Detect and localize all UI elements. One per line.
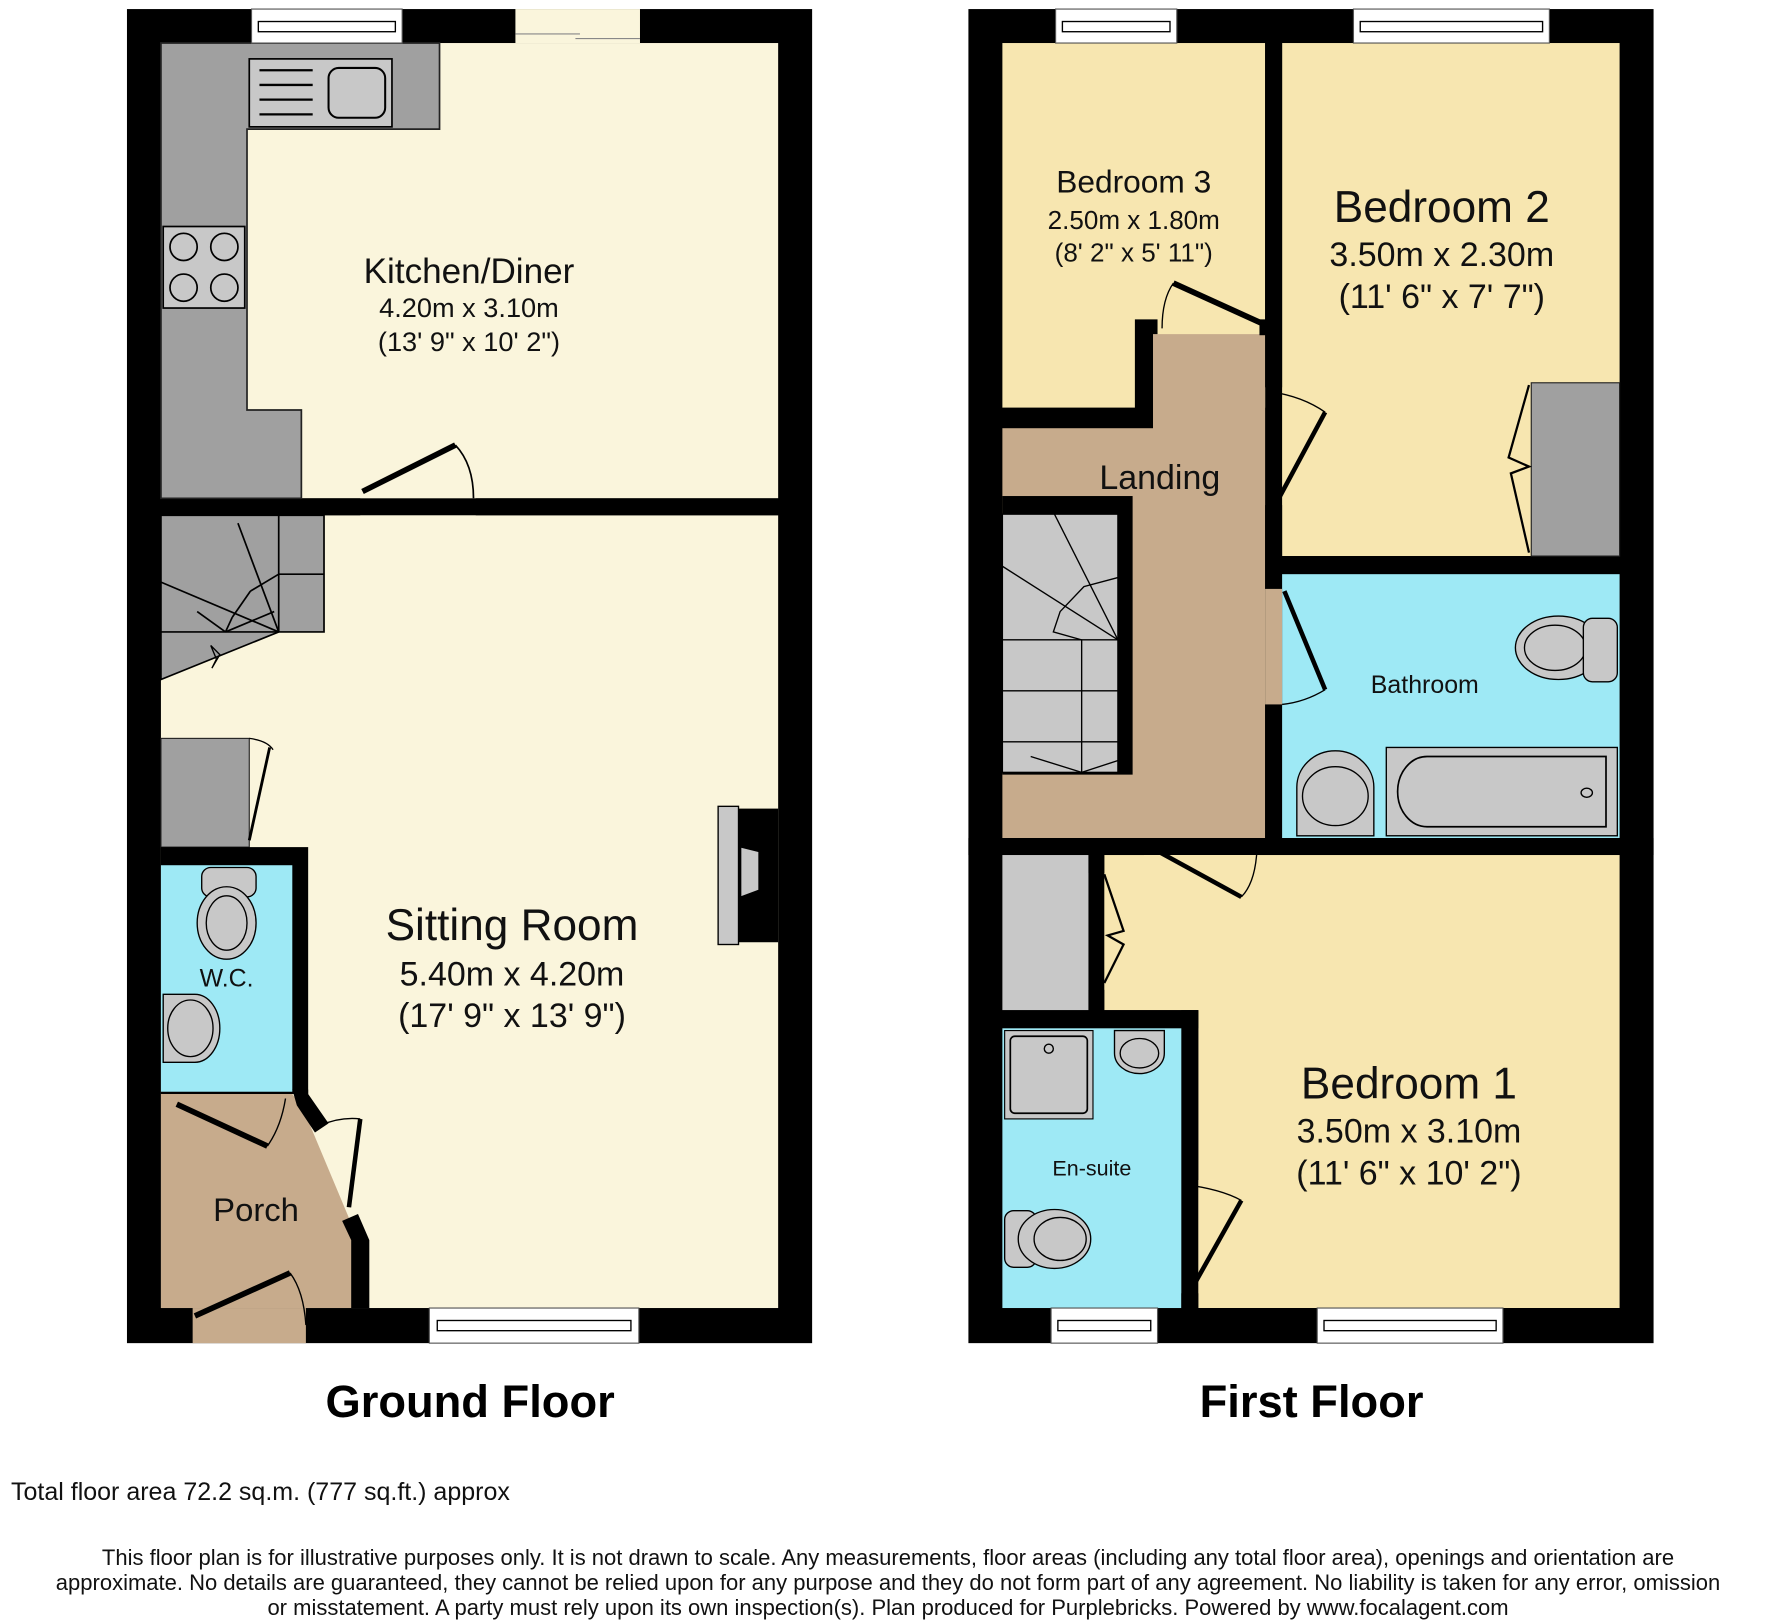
sitting-room-window-icon <box>428 1307 640 1344</box>
room-name-bedroom3: Bedroom 3 <box>1056 164 1211 200</box>
ensuite-door-icon <box>1184 1183 1244 1295</box>
room-name-kitchen: Kitchen/Diner <box>364 252 575 291</box>
room-name-wc: W.C. <box>200 964 254 992</box>
wardrobe <box>1002 855 1089 1011</box>
front-door-icon <box>193 1270 307 1326</box>
bedroom-divider-wall <box>1265 43 1283 336</box>
wardrobe-jamb <box>1088 989 1105 1011</box>
disclaimer-line: This floor plan is for illustrative purp… <box>101 1545 1675 1570</box>
cupboard <box>160 737 250 848</box>
room-name-bathroom: Bathroom <box>1371 671 1479 699</box>
ensuite-wall <box>1002 1010 1199 1029</box>
kitchen-door-icon <box>361 442 475 499</box>
floor-title-ground: Ground Floor <box>325 1376 614 1427</box>
kitchen-worktop <box>160 42 441 500</box>
room-metric-bedroom2: 3.50m x 2.30m <box>1329 236 1554 274</box>
porch-floor <box>160 1093 354 1309</box>
kitchen-divider-wall <box>160 498 361 516</box>
ground-floor-plan: Kitchen/Diner 4.20m x 3.10m (13' 9" x 10… <box>126 8 813 1427</box>
fireplace-icon <box>717 805 779 946</box>
room-name-porch: Porch <box>213 1191 299 1228</box>
first-floor-plan: Bedroom 3 2.50m x 1.80m (8' 2" x 5' 11")… <box>968 8 1654 1427</box>
toilet-icon <box>1003 1208 1092 1270</box>
bedroom3-window-icon <box>1055 8 1178 44</box>
basin-icon <box>1113 1029 1166 1075</box>
bed1-top-wall-right <box>1259 838 1654 856</box>
total-floor-area: Total floor area 72.2 sq.m. (777 sq.ft.)… <box>11 1478 510 1506</box>
bedroom1-floor <box>1104 855 1620 1309</box>
shower-icon <box>1004 1030 1094 1120</box>
landing-bed2-wall <box>1265 335 1283 388</box>
room-metric-bedroom1: 3.50m x 3.10m <box>1297 1113 1522 1151</box>
stairs-icon <box>160 514 325 681</box>
bedroom3-door-icon <box>1161 280 1262 329</box>
toilet-icon <box>1514 615 1619 683</box>
room-imperial-kitchen: (13' 9" x 10' 2") <box>378 326 560 357</box>
bedroom3-door-jamb <box>1259 319 1267 336</box>
landing-bath-wall-low <box>1265 704 1283 852</box>
kitchen-divider-wall-right <box>475 498 779 516</box>
sink-icon <box>248 58 393 128</box>
bathtub-icon <box>1385 746 1619 837</box>
porch-entrance <box>192 1308 306 1344</box>
room-name-ensuite: En-suite <box>1052 1157 1131 1181</box>
bedroom1-door-icon <box>1145 840 1258 899</box>
room-name-landing: Landing <box>1099 459 1220 497</box>
wc-door-icon <box>175 1098 287 1149</box>
room-metric-kitchen: 4.20m x 3.10m <box>379 292 559 323</box>
floor-title-first: First Floor <box>1200 1376 1424 1427</box>
room-imperial-sitting: (17' 9" x 13' 9") <box>398 997 626 1035</box>
bathroom-door-icon <box>1282 590 1328 706</box>
room-imperial-bedroom2: (11' 6" x 7' 7") <box>1339 278 1545 316</box>
bedroom1-window-icon <box>1316 1307 1504 1344</box>
disclaimer-line: approximate. No details are guaranteed, … <box>55 1570 1721 1595</box>
bedroom3-wall <box>1002 319 1158 429</box>
basin-icon <box>1296 750 1375 837</box>
bedroom2-door-icon <box>1270 391 1328 504</box>
wardrobe-door-icon <box>1507 384 1532 553</box>
patio-door-icon <box>515 9 640 44</box>
bedroom2-window-icon <box>1352 8 1550 44</box>
kitchen-window-icon <box>250 8 403 44</box>
porch-side-wall <box>292 1089 370 1309</box>
bed1-top-wall <box>968 838 1144 856</box>
basin-icon <box>162 993 221 1063</box>
cupboard-door-icon <box>247 737 274 841</box>
room-metric-sitting: 5.40m x 4.20m <box>400 955 625 993</box>
wardrobe-door-icon <box>1103 873 1126 984</box>
room-metric-bedroom3: 2.50m x 1.80m <box>1048 205 1220 235</box>
room-name-sitting: Sitting Room <box>386 901 639 950</box>
ensuite-door-jamb <box>1181 1293 1199 1309</box>
room-imperial-bedroom1: (11' 6" x 10' 2") <box>1296 1155 1521 1193</box>
ensuite-side-wall <box>1181 1010 1199 1181</box>
room-name-bedroom1: Bedroom 1 <box>1301 1060 1517 1109</box>
hob-icon <box>162 225 246 309</box>
bathroom-door-opening <box>1265 588 1283 705</box>
wardrobe <box>1530 382 1621 557</box>
disclaimer: This floor plan is for illustrative purp… <box>0 1545 1776 1620</box>
room-imperial-bedroom3: (8' 2" x 5' 11") <box>1055 238 1213 268</box>
ensuite-window-icon <box>1050 1307 1159 1344</box>
room-name-bedroom2: Bedroom 2 <box>1334 183 1550 232</box>
toilet-icon <box>196 866 257 960</box>
stairs-icon <box>1001 513 1131 774</box>
porch-inner-door-icon <box>319 1117 363 1208</box>
bath-top-wall <box>1282 556 1620 575</box>
wardrobe-jamb <box>1088 855 1105 874</box>
landing-bath-wall <box>1265 505 1283 589</box>
disclaimer-line: or misstatement. A party must rely upon … <box>267 1595 1509 1620</box>
